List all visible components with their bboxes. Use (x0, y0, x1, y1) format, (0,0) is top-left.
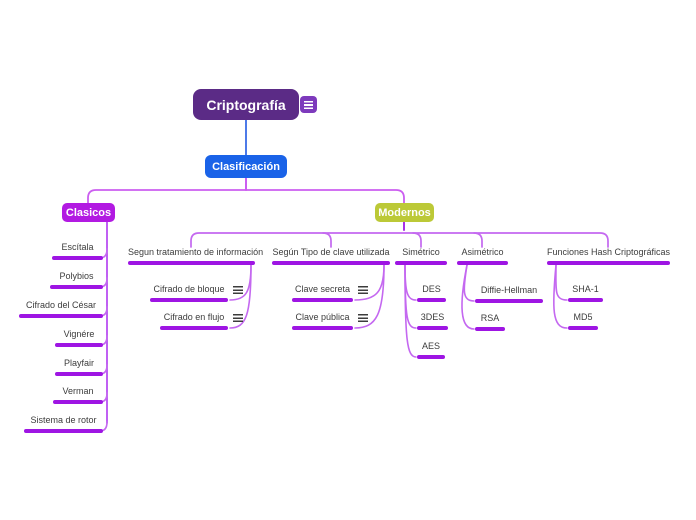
node-label: Escítala (61, 242, 94, 252)
node-clasicos[interactable]: Clasicos (62, 203, 115, 222)
node-clave-publica[interactable]: Clave pública (292, 312, 368, 330)
node-vignere[interactable]: Vignére (55, 329, 103, 347)
node-label: Cifrado de bloque (153, 284, 225, 294)
node-polybios[interactable]: Polybios (50, 271, 103, 289)
node-label: Cifrado del César (25, 300, 97, 310)
node-3des[interactable]: 3DES (417, 312, 448, 330)
node-underline (292, 298, 353, 302)
node-clave-secreta[interactable]: Clave secreta (292, 284, 368, 302)
node-label: Verman (62, 386, 94, 396)
node-label: Sistema de rotor (30, 415, 97, 425)
node-label: RSA (480, 313, 500, 323)
node-underline (50, 285, 103, 289)
node-underline (55, 372, 103, 376)
node-label: Funciones Hash Criptográficas (547, 247, 671, 257)
node-funciones-hash[interactable]: Funciones Hash Criptográficas (547, 247, 670, 265)
node-segun-tratamiento[interactable]: Segun tratamiento de información (128, 247, 264, 265)
node-rsa[interactable]: RSA (475, 313, 505, 331)
node-aes[interactable]: AES (417, 341, 445, 359)
node-underline (417, 326, 448, 330)
node-cifrado-en-flujo[interactable]: Cifrado en flujo (160, 312, 243, 330)
node-asimetrico[interactable]: Asimétrico (457, 247, 508, 265)
notes-menu-icon[interactable] (300, 96, 317, 113)
node-playfair[interactable]: Playfair (55, 358, 103, 376)
node-underline (19, 314, 103, 318)
menu-icon[interactable] (358, 286, 368, 294)
node-underline (292, 326, 353, 330)
node-label: Vignére (63, 329, 95, 339)
hamburger-icon (304, 100, 313, 109)
node-underline (475, 327, 505, 331)
node-underline (568, 298, 603, 302)
node-criptografia[interactable]: Criptografía (193, 89, 299, 120)
node-underline (160, 326, 228, 330)
node-underline (150, 298, 228, 302)
node-diffie-hellman[interactable]: Diffie-Hellman (475, 285, 543, 303)
node-underline (52, 256, 103, 260)
node-label: Simétrico (402, 247, 440, 257)
node-underline (128, 261, 255, 265)
node-underline (24, 429, 103, 433)
node-underline (395, 261, 447, 265)
node-underline (417, 298, 446, 302)
node-simetrico[interactable]: Simétrico (395, 247, 447, 265)
node-cifrado-de-bloque[interactable]: Cifrado de bloque (150, 284, 243, 302)
node-underline (417, 355, 445, 359)
node-underline (272, 261, 390, 265)
node-md5[interactable]: MD5 (568, 312, 598, 330)
menu-icon[interactable] (358, 314, 368, 322)
menu-icon[interactable] (233, 286, 243, 294)
node-label: Según Tipo de clave utilizada (272, 247, 390, 257)
node-des[interactable]: DES (417, 284, 446, 302)
node-modernos[interactable]: Modernos (375, 203, 434, 222)
node-label: 3DES (420, 312, 445, 322)
node-cifrado-del-cesar[interactable]: Cifrado del César (19, 300, 103, 318)
node-sistema-de-rotor[interactable]: Sistema de rotor (24, 415, 103, 433)
node-clasificacion[interactable]: Clasificación (205, 155, 287, 178)
node-underline (547, 261, 670, 265)
node-label: Polybios (59, 271, 94, 281)
node-label: Segun tratamiento de información (128, 247, 264, 257)
node-underline (568, 326, 598, 330)
node-underline (55, 343, 103, 347)
node-label: Clave pública (295, 312, 350, 322)
node-label: Playfair (63, 358, 94, 368)
node-underline (53, 400, 103, 404)
node-escitala[interactable]: Escítala (52, 242, 103, 260)
node-label: DES (422, 284, 441, 294)
node-label: Clave secreta (294, 284, 351, 294)
menu-icon[interactable] (233, 314, 243, 322)
node-underline (475, 299, 543, 303)
node-label: SHA-1 (572, 284, 599, 294)
node-segun-tipo-clave[interactable]: Según Tipo de clave utilizada (272, 247, 390, 265)
node-underline (457, 261, 508, 265)
node-label: MD5 (573, 312, 593, 322)
node-label: Diffie-Hellman (480, 285, 538, 295)
node-label: Cifrado en flujo (163, 312, 225, 322)
node-verman[interactable]: Verman (53, 386, 103, 404)
node-label: AES (421, 341, 440, 351)
node-sha1[interactable]: SHA-1 (568, 284, 603, 302)
node-label: Asimétrico (461, 247, 504, 257)
